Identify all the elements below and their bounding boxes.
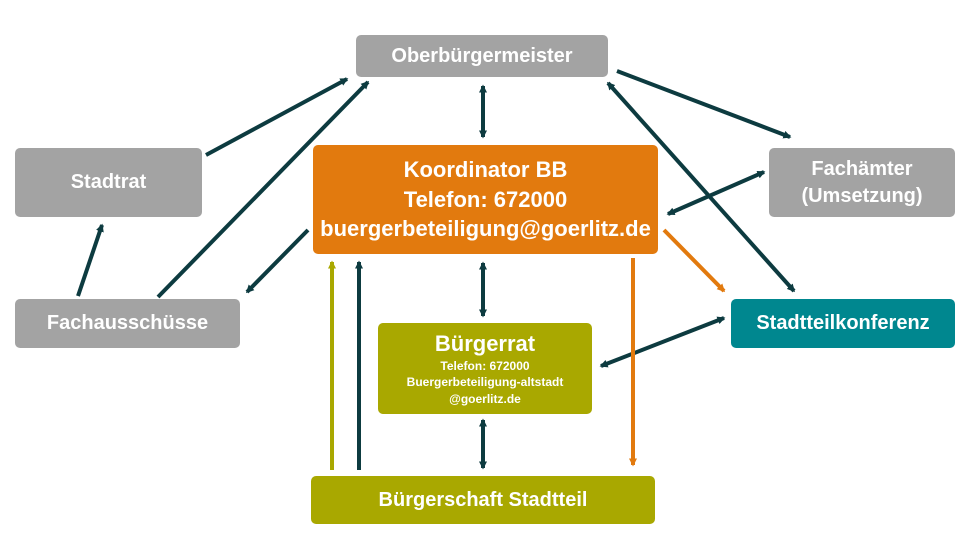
arrow-buergerrat-konferenz <box>599 316 726 368</box>
node-buergerrat: Bürgerrat Telefon: 672000 Buergerbeteili… <box>378 323 592 414</box>
node-fachaemter: Fachämter (Umsetzung) <box>769 148 955 217</box>
buergerrat-phone: Telefon: 672000 <box>440 358 530 373</box>
arrow-koord-konferenz <box>662 228 726 293</box>
arrow-koord-fachausschuesse <box>245 228 310 294</box>
node-oberbuergermeister: Oberbürgermeister <box>356 35 608 77</box>
koordinator-email: buergerbeteiligung@goerlitz.de <box>320 216 651 242</box>
buergerrat-title: Bürgerrat <box>434 331 536 357</box>
koordinator-phone: Telefon: 672000 <box>403 186 568 212</box>
buergerrat-email-line2: @goerlitz.de <box>449 392 521 407</box>
node-stadtteilkonferenz: Stadtteilkonferenz <box>731 299 955 348</box>
arrow-fachausschuesse-stadtrat <box>76 223 104 297</box>
node-stadtteilkonferenz-label: Stadtteilkonferenz <box>756 312 930 334</box>
node-stadtrat: Stadtrat <box>15 148 202 217</box>
node-stadtrat-label: Stadtrat <box>70 171 147 193</box>
node-fachausschuesse: Fachausschüsse <box>15 299 240 348</box>
node-fachausschuesse-label: Fachausschüsse <box>46 312 209 334</box>
arrow-ob-fachaemter <box>616 69 792 139</box>
koordinator-title: Koordinator BB <box>403 156 568 182</box>
arrow-fachausschuesse-ob <box>156 80 370 299</box>
node-oberbuergermeister-label: Oberbürgermeister <box>391 44 573 67</box>
node-buergerschaft: Bürgerschaft Stadtteil <box>311 476 655 524</box>
fachaemter-line1: Fachämter <box>811 157 913 180</box>
arrow-stadtrat-ob <box>205 77 349 157</box>
buergerrat-email-line1: Buergerbeteiligung-altstadt <box>406 375 564 390</box>
node-koordinator: Koordinator BB Telefon: 672000 buergerbe… <box>313 145 658 254</box>
arrow-koord-fachaemter <box>666 170 766 216</box>
fachaemter-line2: (Umsetzung) <box>801 184 923 207</box>
node-buergerschaft-label: Bürgerschaft Stadtteil <box>378 488 588 511</box>
